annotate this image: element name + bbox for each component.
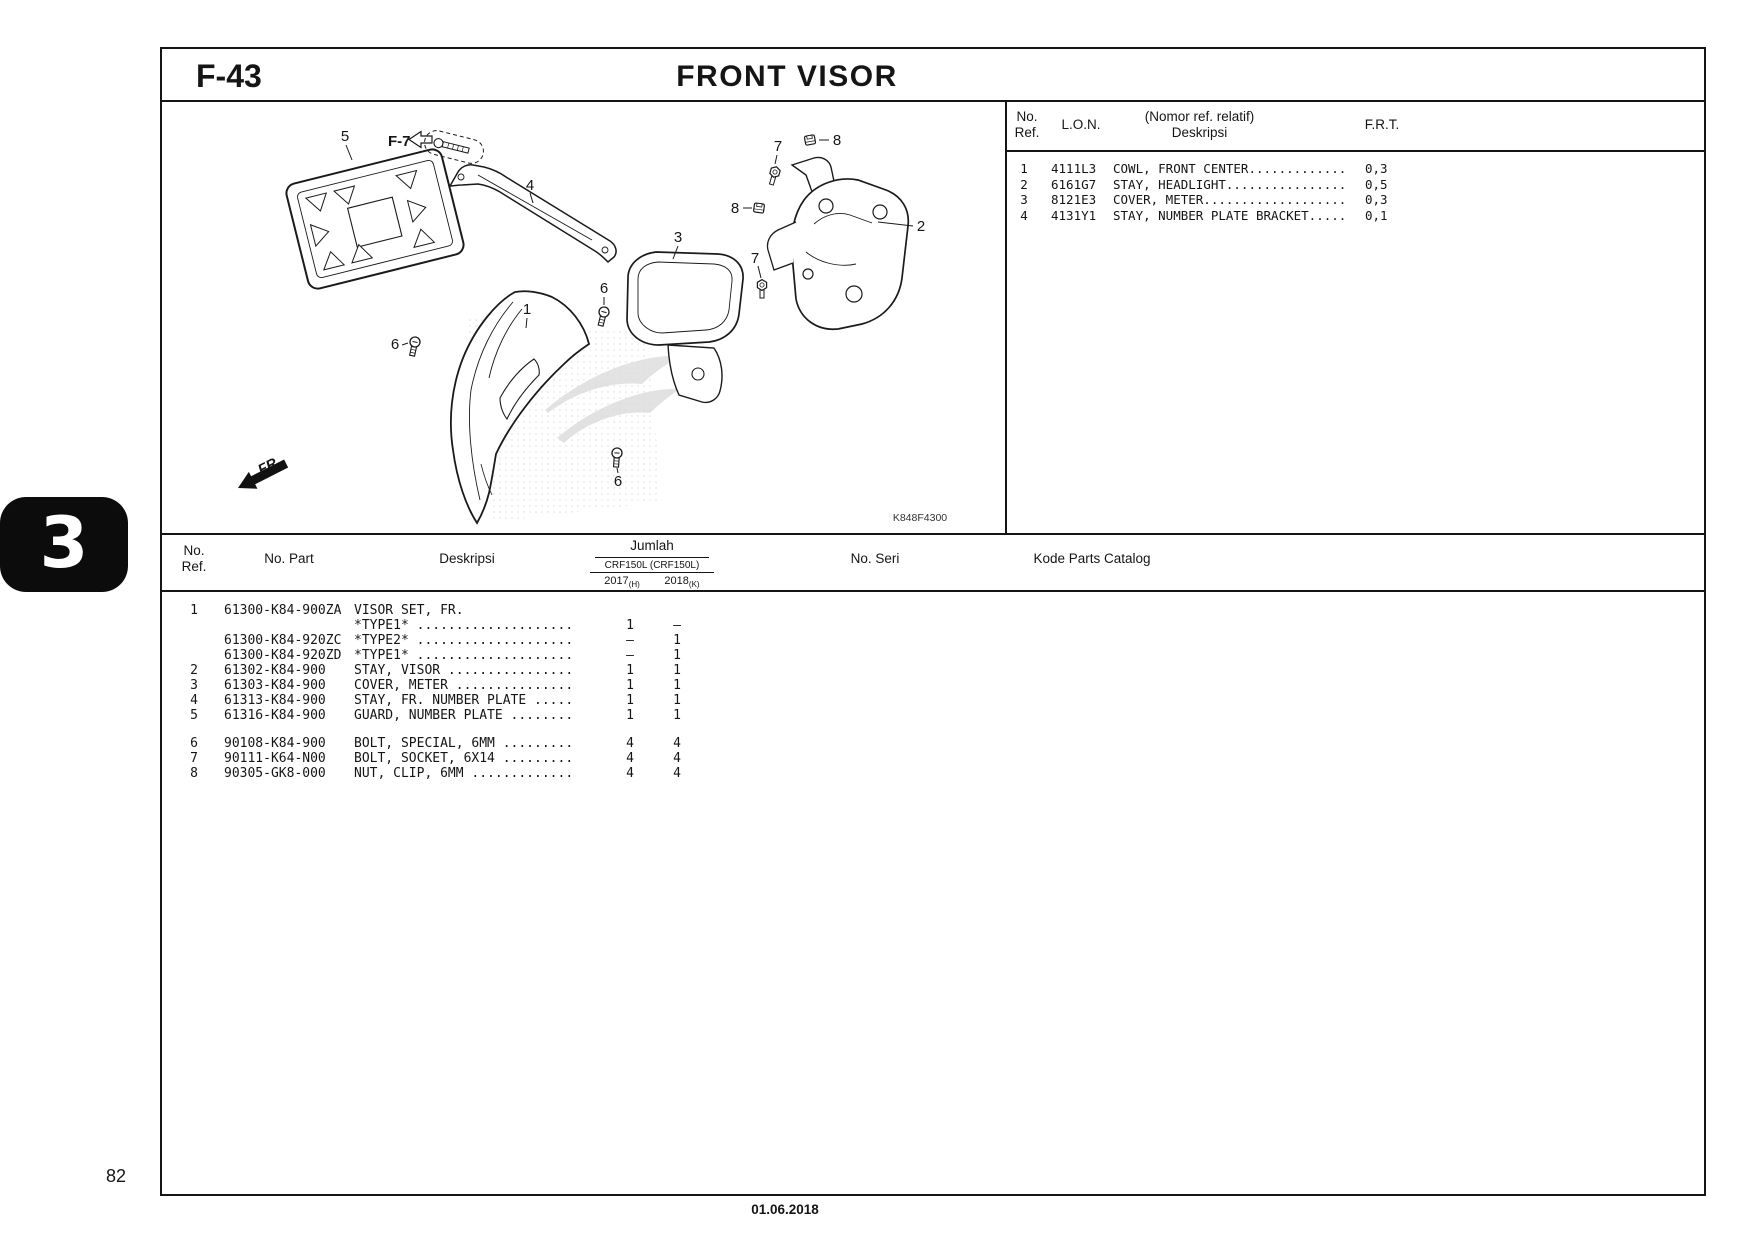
parts-col-noseri: No. Seri [850, 551, 900, 566]
f7-label: F-7 [388, 133, 411, 150]
exploded-diagram: 5 4 1 3 2 6 6 6 7 7 8 8 F-7 [238, 128, 947, 525]
ref-header-divider [1007, 150, 1706, 152]
page-number: 82 [106, 1166, 127, 1186]
ref-col-frt: F.R.T. [1364, 117, 1400, 132]
callout-2: 2 [917, 218, 925, 235]
fr-direction: FR. [238, 454, 289, 489]
parts-col-deskripsi: Deskripsi [439, 551, 495, 566]
part-guard-number-plate [285, 148, 465, 290]
callout-1: 1 [523, 301, 531, 318]
leader-lines [345, 139, 914, 474]
nut-clip-8-icon [803, 134, 817, 146]
fr-arrow-icon [238, 459, 289, 489]
parts-col-noref: No. Ref. [181, 543, 207, 574]
page-title: FRONT VISOR [676, 60, 898, 93]
part-stay-visor [448, 164, 617, 264]
model-underline [590, 572, 714, 573]
jumlah-underline [595, 557, 709, 558]
callout-4: 4 [526, 177, 534, 194]
section-tab-number: 3 [39, 501, 89, 584]
parts-col-jumlah: Jumlah [630, 538, 674, 553]
parts-table-row: 61300-K84-920ZD*TYPE1* .................… [224, 648, 681, 663]
bolt-7-icon [766, 164, 782, 187]
callout-8: 8 [731, 200, 739, 217]
content-frame: F-43 FRONT VISOR [160, 47, 1706, 1196]
callout-numbers: 5 4 1 3 2 6 6 6 7 7 8 8 [341, 128, 925, 490]
year-column-2017: 2017(H) [604, 575, 640, 590]
callout-8: 8 [833, 132, 841, 149]
parts-col-model: CRF150L (CRF150L) [604, 560, 700, 571]
part-stay-headlight [766, 156, 910, 330]
bolt-7-icon [756, 279, 768, 299]
diagram-ref-divider [1005, 100, 1007, 535]
callout-6: 6 [600, 280, 608, 297]
year-column-2018: 2018(K) [664, 575, 700, 590]
diagram-code: K848F4300 [893, 512, 947, 524]
section-tab: 3 [0, 497, 128, 592]
parts-col-nopart: No. Part [264, 551, 314, 566]
nut-clip-8-icon [752, 202, 766, 214]
callout-6: 6 [391, 336, 399, 353]
parts-header-divider [162, 590, 1704, 592]
header-divider [162, 100, 1704, 102]
watermark-wing-icon [545, 355, 680, 443]
parts-col-kode: Kode Parts Catalog [1033, 551, 1151, 566]
figure-code: F-43 [196, 58, 262, 94]
f7-reference: F-7 [388, 130, 484, 164]
f7-screw-capsule [424, 130, 484, 164]
callout-3: 3 [674, 229, 682, 246]
footer-date: 01.06.2018 [751, 1202, 819, 1217]
bolt-6-icon [406, 335, 422, 358]
callout-6: 6 [614, 473, 622, 490]
parts-table-row: 61300-K84-920ZC*TYPE2* .................… [224, 633, 681, 648]
ref-col-noref: No. Ref. [1014, 109, 1040, 140]
callout-7: 7 [751, 250, 759, 267]
callout-5: 5 [341, 128, 349, 145]
parts-col-years: 2017(H) 2018(K) [592, 575, 712, 589]
ref-col-lon: L.O.N. [1061, 117, 1101, 132]
callout-7: 7 [774, 138, 782, 155]
part-cover-meter [626, 251, 744, 404]
ref-col-deskripsi: (Nomor ref. relatif) Deskripsi [1144, 109, 1255, 140]
part-visor [449, 290, 591, 525]
f7-arrow-icon [407, 130, 433, 149]
parts-table-row: *TYPE1* ....................1– [354, 618, 681, 633]
diagram-bottom-divider [162, 533, 1704, 535]
bolt-6-icon [595, 305, 611, 328]
